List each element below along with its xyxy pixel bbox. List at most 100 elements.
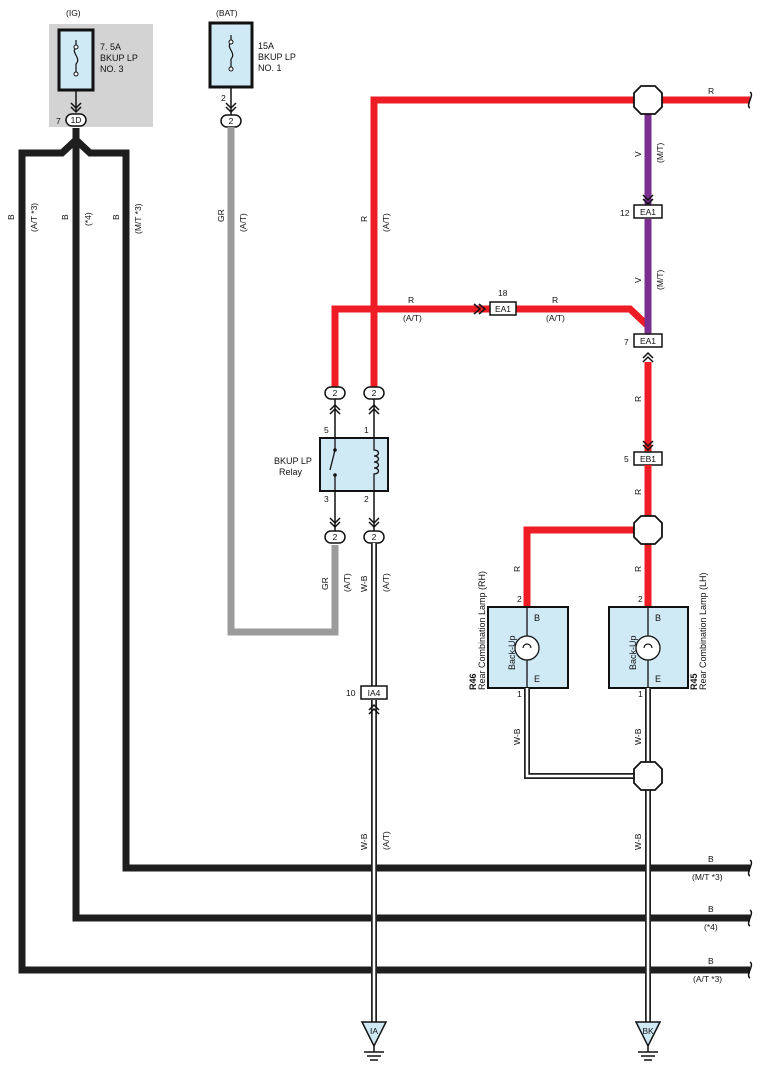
- ea1-upper-pin: 12: [620, 208, 630, 218]
- red-wire-top: [370, 96, 750, 387]
- relay-bottom-left-connector-label: 2: [333, 532, 338, 542]
- wire-gr-at-color: GR: [216, 209, 226, 222]
- wire-gr-relay-color: GR: [320, 577, 330, 590]
- bat-fuse-amp: 15A: [258, 41, 274, 51]
- wire-r-vertical-note: (A/T): [381, 213, 391, 232]
- rh-lamp-function: Back-Up: [507, 635, 517, 670]
- ig-source-label: (IG): [66, 8, 81, 18]
- relay-bottom-chevron-icon: [329, 517, 380, 529]
- out-at3-note: (A/T *3): [693, 974, 722, 984]
- wire-r-top-color: R: [708, 86, 714, 96]
- relay-top-left-connector-label: 2: [333, 388, 338, 398]
- wire-r-ea1-eb1-color: R: [633, 396, 643, 402]
- relay-pin-5: 5: [324, 425, 329, 435]
- rh-lamp-pin-e: E: [534, 674, 540, 684]
- ig-connector-pin: 7: [56, 116, 61, 126]
- bat-fuse-terminal-bottom: [228, 66, 234, 72]
- wire-gr-at-note: (A/T): [238, 213, 248, 232]
- wire-r-lh-color: R: [633, 566, 643, 572]
- relay-name1: BKUP LP: [274, 456, 312, 466]
- wire-wb-rh-color: W-B: [512, 728, 522, 745]
- out-at3-color: B: [708, 956, 714, 966]
- ground-bk-symbol: [634, 1021, 662, 1048]
- splice-top: [633, 85, 663, 115]
- bat-fuse-name1: BKUP LP: [258, 52, 296, 62]
- lh-lamp-bottom-pin: 1: [638, 689, 643, 699]
- ea1-mid-pin: 18: [498, 288, 508, 298]
- wire-r-mid-left-color: R: [408, 295, 414, 305]
- wire-gr-relay-note: (A/T): [342, 573, 352, 592]
- wire-b-at3-note: (A/T *3): [29, 203, 39, 232]
- red-wire-mid: [331, 305, 490, 387]
- relay-switch-contact-bottom: [333, 473, 337, 477]
- relay-switch-contact-top: [333, 448, 337, 452]
- black-wire-mt3: [73, 137, 750, 872]
- wire-v-lower-note: (M/T): [655, 270, 665, 290]
- out-mt3-color: B: [708, 854, 714, 864]
- ia4-label: IA4: [368, 688, 381, 698]
- wire-r-mid-right-color: R: [552, 295, 558, 305]
- wire-r-vertical-color: R: [359, 216, 369, 222]
- rh-lamp-pin-b: B: [534, 613, 540, 623]
- red-wire-mid-right: [515, 305, 651, 329]
- bat-chevron-icon: [225, 102, 237, 114]
- ea1-upper-label: EA1: [640, 207, 656, 217]
- wire-v-lower-color: V: [633, 277, 643, 283]
- ground-ia-bars: [364, 1051, 384, 1061]
- ea1-lower-chevron-icon: [642, 351, 654, 363]
- relay-bottom-right-connector-label: 2: [372, 532, 377, 542]
- ea1-upper-connector: [633, 204, 663, 219]
- lh-lamp-function: Back-Up: [628, 635, 638, 670]
- ia4-connector: [360, 685, 388, 700]
- ig-fuse-terminal-top: [73, 44, 79, 50]
- lh-bulb-icon: [635, 635, 661, 661]
- wire-wb-lh-color: W-B: [633, 728, 643, 745]
- bat-fuse-box: [208, 21, 254, 89]
- wire-wb-ground-color: W-B: [633, 833, 643, 850]
- wire-r-mid-right-note: (A/T): [546, 313, 565, 323]
- wire-end-at3-icon: [747, 961, 753, 979]
- wire-r-rh-color: R: [512, 566, 522, 572]
- bat-connector-label: 2: [229, 116, 234, 126]
- bat-source-label: (BAT): [216, 8, 238, 18]
- wire-v-upper-note: (M/T): [655, 143, 665, 163]
- bat-pin: 2: [221, 93, 226, 103]
- black-wire-labels: B (A/T *3) B (*4) B (M/T *3): [6, 203, 143, 234]
- wire-end-4-icon: [747, 909, 753, 927]
- ea1-lower-pin: 7: [624, 337, 629, 347]
- relay-coil-icon: [373, 438, 380, 491]
- wire-v-upper-color: V: [633, 151, 643, 157]
- relay-pin-1: 1: [364, 425, 369, 435]
- rh-bulb-icon: [514, 635, 540, 661]
- rh-lamp-name: Rear Combination Lamp (RH): [477, 571, 487, 690]
- eb1-label: EB1: [640, 454, 656, 464]
- ea1-lower-label: EA1: [640, 336, 656, 346]
- wire-wb-lower-note: (A/T): [381, 831, 391, 850]
- gray-wire-gr: [227, 127, 339, 636]
- ig-connector-label: 1D: [71, 115, 82, 125]
- eb1-chevron-icon: [642, 440, 654, 452]
- relay-pin-2: 2: [364, 494, 369, 504]
- wire-b-4-color: B: [60, 214, 70, 220]
- ground-bk-bars: [638, 1051, 658, 1061]
- rh-bulb-filament: [522, 643, 532, 649]
- lh-lamp-top-pin: 2: [638, 594, 643, 604]
- wire-b-mt3-note: (M/T *3): [133, 203, 143, 234]
- wire-wb-relay-color: W-B: [359, 575, 369, 592]
- wb-wire-lamps: [524, 688, 651, 1022]
- wire-end-mt3-icon: [747, 859, 753, 877]
- bat-fuse-terminal-top: [228, 39, 234, 45]
- ea1-upper-chevron-icon: [642, 194, 654, 206]
- splice-lamp-feed: [633, 515, 663, 545]
- lh-lamp-pin-e: E: [655, 674, 661, 684]
- wire-b-mt3-color: B: [111, 214, 121, 220]
- ea1-lower-connector: [633, 333, 663, 348]
- out-mt3-note: (M/T *3): [692, 872, 723, 882]
- ig-connector: [65, 113, 87, 127]
- ea1-mid-connector: [489, 301, 517, 316]
- rh-lamp-top-pin: 2: [517, 594, 522, 604]
- relay-top-chevron-icon: [329, 403, 380, 415]
- relay-bottom-left-connector: [324, 530, 346, 544]
- rh-lamp-bottom-pin: 1: [517, 689, 522, 699]
- out-4-note: (*4): [704, 922, 718, 932]
